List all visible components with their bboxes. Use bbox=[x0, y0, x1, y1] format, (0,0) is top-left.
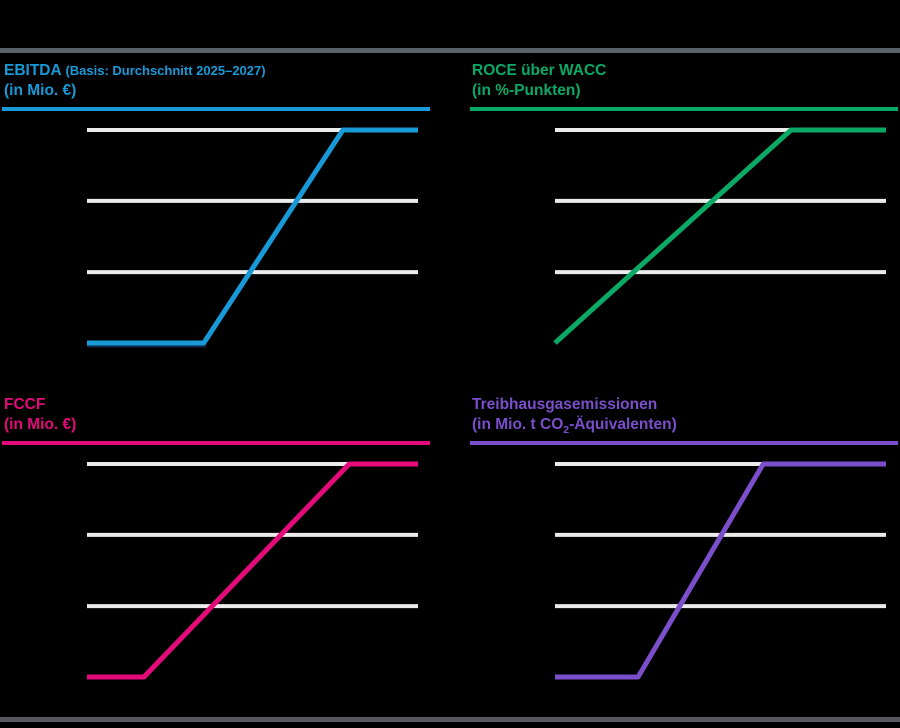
panel-title-line1: ROCE über WACC bbox=[472, 61, 606, 81]
panel-subtitle-text: -Äquivalenten) bbox=[569, 416, 677, 433]
panel-title-ebitda: EBITDA (Basis: Durchschnitt 2025–2027) (… bbox=[2, 61, 266, 101]
panel-subtitle-text: (in Mio. €) bbox=[4, 82, 77, 99]
panel-title-note: (Basis: Durchschnitt 2025–2027) bbox=[65, 63, 266, 78]
panel-title-treibhausgasemissionen: Treibhausgasemissionen (in Mio. t CO2-Äq… bbox=[470, 395, 677, 435]
panel-subtitle-subscript: 2 bbox=[563, 424, 570, 437]
trend-line bbox=[87, 127, 418, 346]
panel-subtitle: (in %-Punkten) bbox=[472, 81, 606, 101]
panel-ebitda: EBITDA (Basis: Durchschnitt 2025–2027) (… bbox=[2, 61, 430, 361]
trend-line bbox=[87, 461, 418, 680]
panel-title-text: EBITDA bbox=[4, 62, 62, 79]
panel-subtitle: (in Mio. t CO2-Äquivalenten) bbox=[472, 415, 677, 435]
panel-title-line1: FCCF bbox=[4, 395, 76, 415]
panel-title-line1: Treibhausgasemissionen bbox=[472, 395, 677, 415]
panel-fccf: FCCF (in Mio. €) bbox=[2, 395, 430, 695]
panel-title-line1: EBITDA (Basis: Durchschnitt 2025–2027) bbox=[4, 61, 266, 81]
chart-canvas-ebitda bbox=[2, 107, 430, 348]
panel-subtitle-text: (in Mio. €) bbox=[4, 416, 77, 433]
panel-title-text: FCCF bbox=[4, 396, 46, 413]
chart-canvas-roce bbox=[470, 107, 898, 345]
panel-treibhausgasemissionen: Treibhausgasemissionen (in Mio. t CO2-Äq… bbox=[470, 395, 898, 695]
panel-subtitle: (in Mio. €) bbox=[4, 81, 266, 101]
panel-subtitle: (in Mio. €) bbox=[4, 415, 76, 435]
panel-title-text: Treibhausgasemissionen bbox=[472, 396, 658, 413]
panel-roce: ROCE über WACC (in %-Punkten) bbox=[470, 61, 898, 361]
chart-canvas-treibhausgasemissionen bbox=[470, 441, 898, 680]
panel-subtitle-text: (in %-Punkten) bbox=[472, 82, 581, 99]
trend-line bbox=[553, 127, 886, 345]
panel-subtitle-text: (in Mio. t CO bbox=[472, 416, 564, 433]
bottom-divider bbox=[0, 717, 900, 722]
panel-title-text: ROCE über WACC bbox=[472, 62, 607, 79]
top-divider bbox=[0, 48, 900, 53]
chart-canvas-fccf bbox=[2, 441, 430, 680]
panel-title-roce: ROCE über WACC (in %-Punkten) bbox=[470, 61, 606, 101]
trend-line bbox=[555, 461, 886, 680]
panel-title-fccf: FCCF (in Mio. €) bbox=[2, 395, 76, 435]
